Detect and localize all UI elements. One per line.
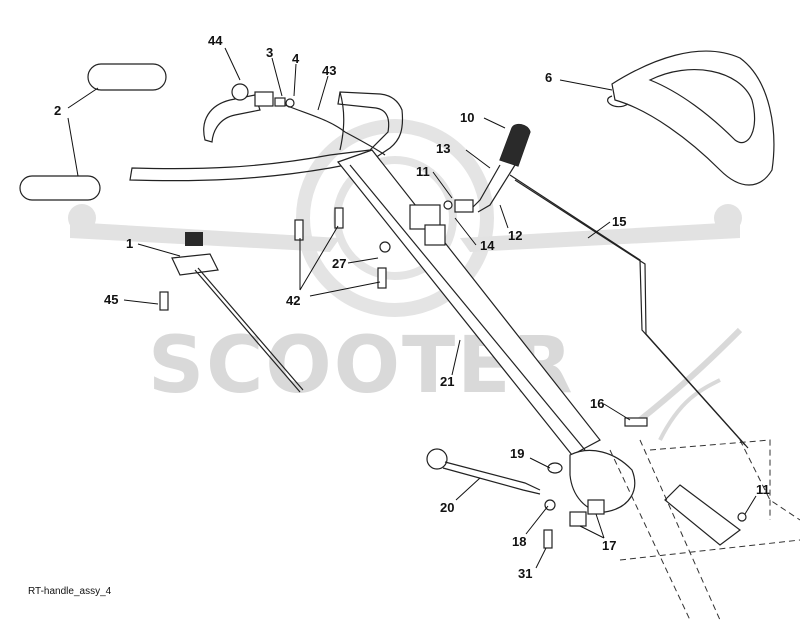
callout-42: 42 bbox=[286, 293, 300, 308]
part-20-lever bbox=[426, 448, 541, 495]
handle-bar bbox=[129, 91, 404, 182]
callout-13: 13 bbox=[436, 141, 450, 156]
callout-27: 27 bbox=[332, 256, 346, 271]
callout-6: 6 bbox=[545, 70, 552, 85]
callout-11-top: 11 bbox=[416, 164, 430, 179]
part-11-pin bbox=[737, 512, 747, 522]
part-44-lever bbox=[203, 83, 386, 156]
callout-16: 16 bbox=[590, 396, 604, 411]
part-19-washer bbox=[547, 462, 563, 474]
callout-11-bottom: 11 bbox=[756, 482, 770, 497]
part-21-main-column bbox=[337, 149, 636, 513]
callout-31: 31 bbox=[518, 566, 532, 581]
callout-12: 12 bbox=[508, 228, 522, 243]
part-15-rod bbox=[509, 174, 749, 449]
callout-3: 3 bbox=[266, 45, 273, 60]
callout-18: 18 bbox=[512, 534, 526, 549]
part-45-bolt bbox=[159, 291, 169, 311]
callout-20: 20 bbox=[440, 500, 454, 515]
callout-labels: 44 3 4 43 2 6 10 13 11 12 14 15 1 27 42 … bbox=[54, 33, 770, 581]
part-42-bolts bbox=[294, 207, 391, 289]
part-14-bracket bbox=[409, 204, 446, 246]
callout-21: 21 bbox=[440, 374, 454, 389]
diagram-caption: RT-handle_assy_4 bbox=[28, 586, 112, 597]
callout-19: 19 bbox=[510, 446, 524, 461]
callout-4: 4 bbox=[292, 51, 300, 66]
part-13-lever bbox=[443, 164, 516, 213]
part-31-bolt bbox=[543, 529, 553, 549]
part-17-pads bbox=[569, 499, 605, 527]
part-16-bolt bbox=[624, 417, 648, 427]
part-10-knob bbox=[499, 123, 531, 167]
callout-15: 15 bbox=[612, 214, 626, 229]
callout-10: 10 bbox=[460, 110, 474, 125]
lower-frame-dashed bbox=[609, 439, 800, 621]
callout-1: 1 bbox=[126, 236, 133, 251]
part-18-nut bbox=[544, 499, 556, 511]
leader-lines bbox=[67, 47, 757, 569]
callout-2: 2 bbox=[54, 103, 61, 118]
part-6-cover bbox=[607, 50, 775, 186]
part-1-bracket bbox=[171, 232, 304, 393]
callout-45: 45 bbox=[104, 292, 118, 307]
callout-43: 43 bbox=[322, 63, 336, 78]
part-2-grips bbox=[19, 63, 167, 201]
callout-14: 14 bbox=[480, 238, 495, 253]
callout-17: 17 bbox=[602, 538, 616, 553]
callout-44: 44 bbox=[208, 33, 223, 48]
